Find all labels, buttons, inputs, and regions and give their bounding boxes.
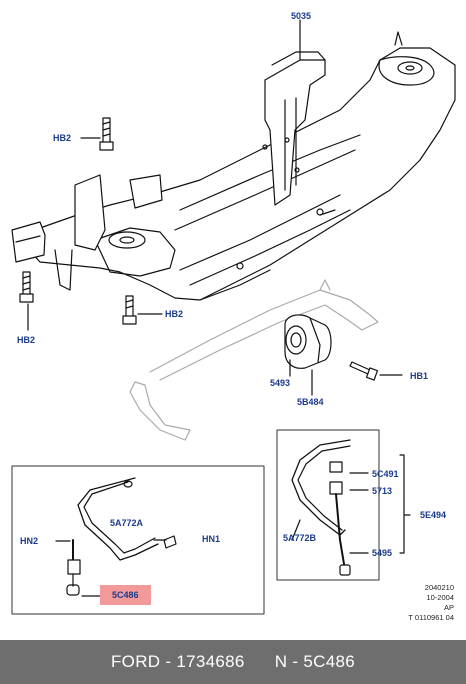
part-number-footer: FORD - 1734686 N - 5C486 — [0, 640, 466, 684]
label-hb2-top: HB2 — [53, 133, 72, 143]
label-5713: 5713 — [372, 486, 393, 496]
parts-diagram — [11, 19, 456, 615]
label-5a772a: 5A772A — [110, 518, 144, 528]
label-hb1: HB1 — [410, 371, 429, 381]
label-5c486: 5C486 — [100, 585, 151, 605]
label-5c491: 5C491 — [372, 469, 399, 479]
bushing-drawing — [284, 314, 332, 369]
meta-line-3: AP — [443, 603, 454, 612]
stabilizer-link-inset-drawing — [55, 477, 177, 597]
label-5493: 5493 — [270, 378, 291, 388]
label-5035: 5035 — [291, 11, 312, 21]
label-hb2-left: HB2 — [17, 335, 36, 345]
footer-oem-part: N - 5C486 — [274, 652, 355, 671]
label-hn1: HN1 — [202, 534, 221, 544]
bolt-hb2-mid-drawing — [122, 295, 137, 325]
stabilizer-link-right-inset-drawing — [291, 439, 369, 576]
meta-line-4: T 0110961 04 — [408, 613, 454, 622]
bolt-hb2-top-drawing — [99, 117, 114, 151]
stabilizer-bar-drawing — [129, 279, 379, 441]
label-5e494: 5E494 — [420, 510, 447, 520]
label-hn2: HN2 — [20, 536, 39, 546]
footer-spacer — [245, 652, 275, 672]
meta-line-2: 10-2004 — [426, 593, 454, 602]
subframe-drawing — [11, 31, 456, 301]
bolt-hb1-drawing — [349, 361, 379, 381]
meta-line-1: 2040210 — [424, 583, 454, 592]
bolt-hb2-left-drawing — [19, 271, 34, 303]
label-hb2-mid: HB2 — [165, 309, 184, 319]
label-5b484: 5B484 — [297, 397, 324, 407]
label-5a772b: 5A772B — [283, 533, 317, 543]
footer-brand-part: FORD - 1734686 — [111, 652, 245, 671]
catalog-meta: 2040210 10-2004 AP T 0110961 04 — [408, 583, 454, 623]
label-5495: 5495 — [372, 548, 393, 558]
